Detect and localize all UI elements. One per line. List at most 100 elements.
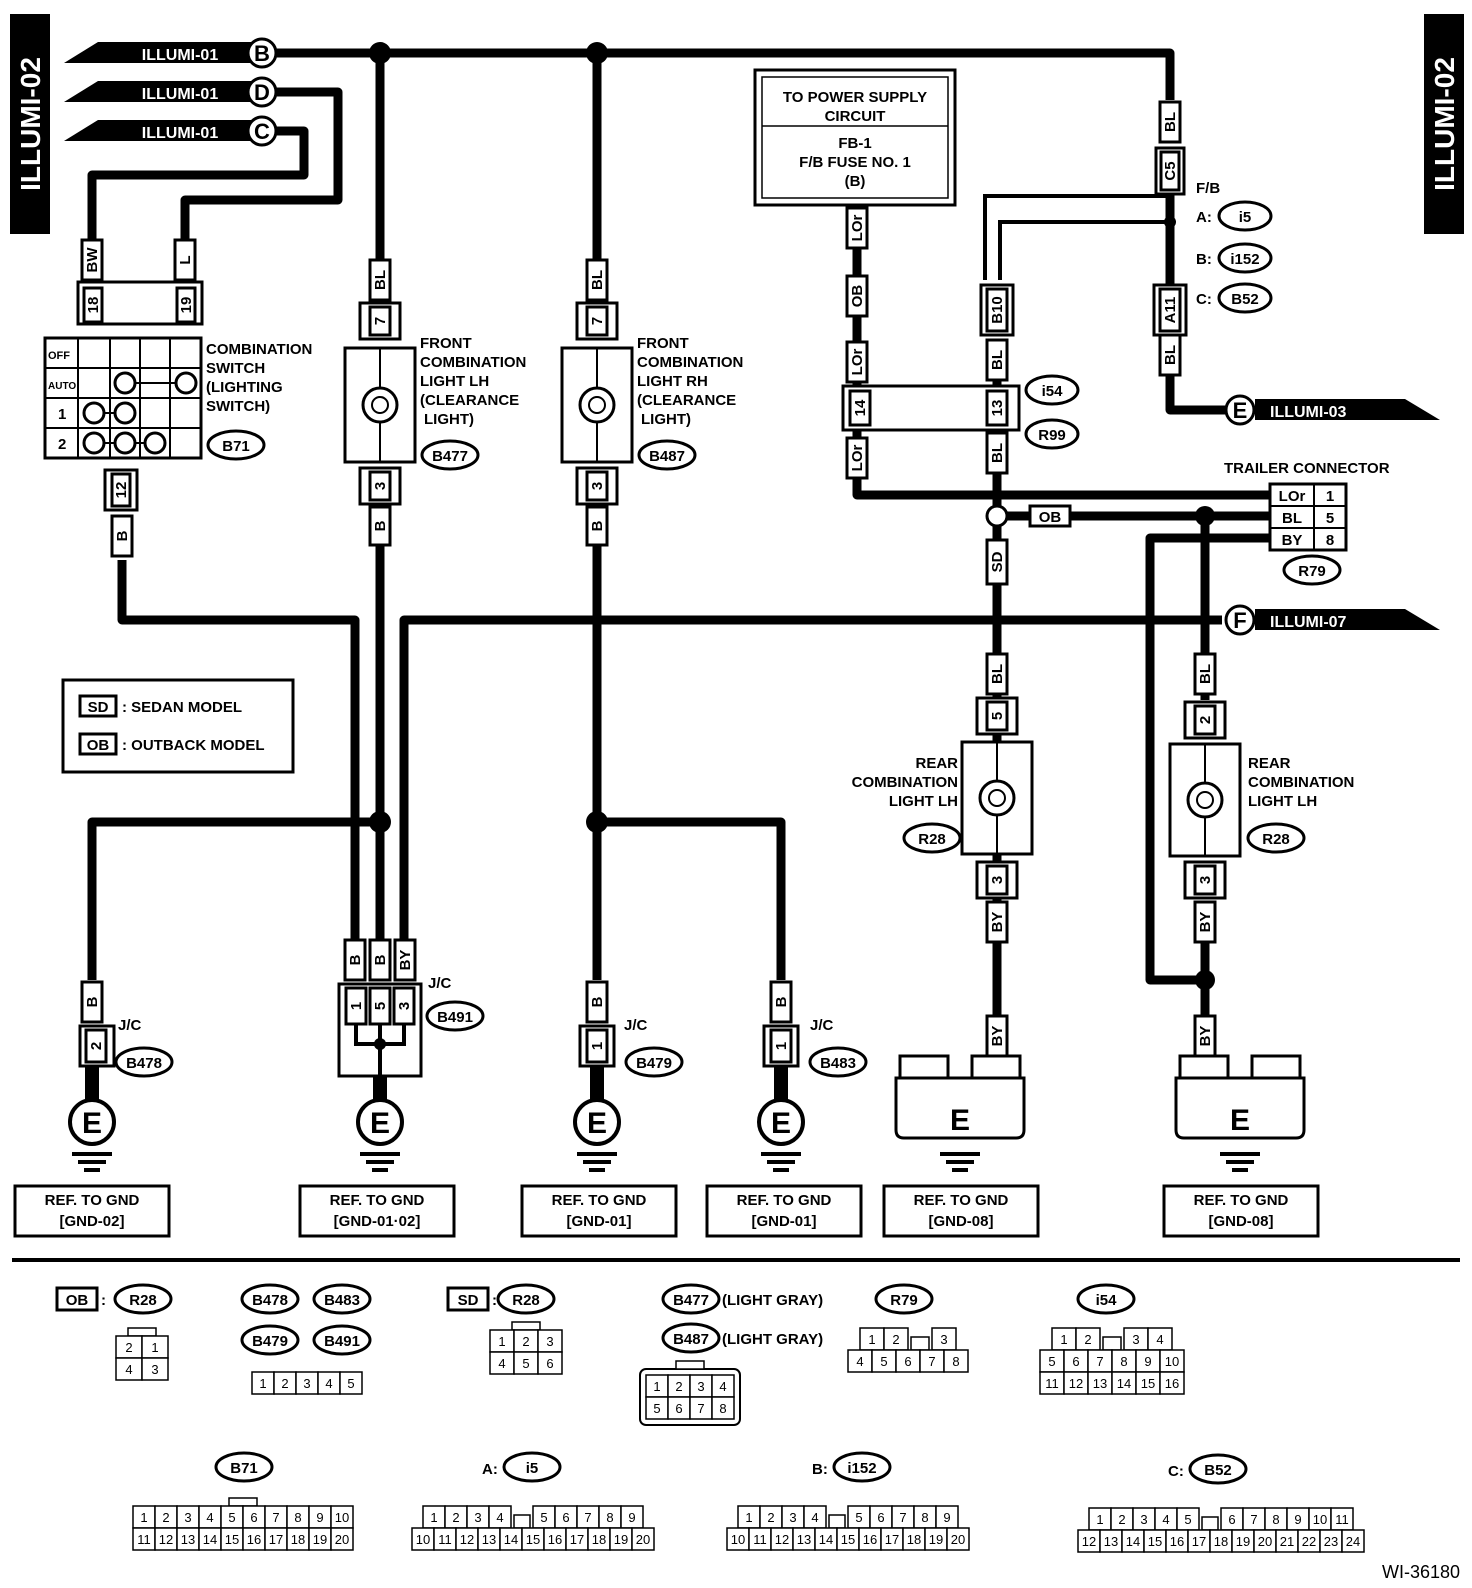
pin-number: 1 [1060,1332,1067,1347]
svg-text:B52: B52 [1204,1462,1232,1479]
svg-text:R28: R28 [512,1292,540,1309]
pin-gap [910,1336,930,1351]
svg-text:BL: BL [1162,112,1179,132]
svg-text:B71: B71 [230,1460,258,1477]
pin-number: 6 [877,1510,884,1525]
pin-number: 4 [811,1510,818,1525]
connector-notch [675,1360,705,1370]
svg-text:B478: B478 [126,1055,162,1072]
svg-text:LIGHT LH: LIGHT LH [420,373,489,390]
svg-text:SWITCH): SWITCH) [206,398,270,415]
pin-number: 5 [1184,1512,1191,1527]
svg-text:LOr: LOr [849,445,866,472]
svg-text:E: E [1233,398,1248,423]
pin-number: 2 [522,1334,529,1349]
ground-symbols: E E E E E E [68,1054,1306,1172]
svg-text:OB: OB [1039,509,1062,526]
pin-number: 17 [269,1532,283,1547]
pin-number: 11 [1335,1512,1349,1527]
svg-text:OB: OB [849,285,866,308]
svg-text:ILLUMI-02: ILLUMI-02 [1429,57,1460,191]
svg-text:CIRCUIT: CIRCUIT [825,108,886,125]
svg-text:BY: BY [1197,1026,1214,1047]
pin-number: 16 [1165,1376,1179,1391]
svg-text:B483: B483 [324,1292,360,1309]
svg-text:B:: B: [812,1461,828,1478]
svg-text:E: E [1230,1104,1250,1137]
pin-number: 6 [1228,1512,1235,1527]
svg-text:(B): (B) [845,173,866,190]
svg-text:19: 19 [178,297,195,314]
pin-number: 15 [841,1532,855,1547]
pin-number: 16 [548,1532,562,1547]
pin-number: 18 [291,1532,305,1547]
svg-text:BL: BL [989,350,1006,370]
svg-text:LOr: LOr [849,215,866,242]
arrow-illumi01-d: ILLUMI-01 D [64,76,278,108]
svg-text:E: E [82,1107,102,1140]
svg-text:ILLUMI-07: ILLUMI-07 [1270,614,1347,631]
pin-cell [943,1349,969,1373]
pin-number: 4 [498,1356,505,1371]
arrow-illumi01-b: ILLUMI-01 B [64,37,278,69]
pin-number: 3 [1132,1332,1139,1347]
side-label-left: ILLUMI-02 [10,14,50,234]
pin-number: 14 [819,1532,833,1547]
svg-text:B52: B52 [1231,291,1259,308]
pin-number: 2 [162,1510,169,1525]
svg-text:BL: BL [589,270,606,290]
svg-text:LIGHT RH: LIGHT RH [637,373,708,390]
pin-number: 2 [675,1379,682,1394]
pin-number: 4 [1156,1332,1163,1347]
svg-text:L: L [177,255,194,264]
pin-number: 8 [1120,1354,1127,1369]
svg-text:J/C: J/C [118,1017,142,1034]
pin-number: 2 [452,1510,459,1525]
svg-text:BY: BY [989,912,1006,933]
svg-text:E: E [950,1104,970,1137]
svg-text:BY: BY [1282,532,1303,549]
pin-number: 8 [952,1354,959,1369]
svg-text:B10: B10 [989,296,1006,324]
svg-text:LIGHT): LIGHT) [424,411,474,428]
svg-text:: OUTBACK MODEL: : OUTBACK MODEL [122,737,265,754]
svg-text:ILLUMI-01: ILLUMI-01 [142,125,219,142]
svg-text:LOr: LOr [1279,488,1306,505]
pin-number: 11 [137,1532,151,1547]
svg-text:2: 2 [88,1042,105,1050]
fb-labels: F/B A: i5 B: i152 C: B52 [1196,180,1273,314]
svg-text:1: 1 [589,1042,606,1050]
svg-text:i5: i5 [1239,209,1252,226]
pin-number: 12 [1069,1376,1083,1391]
ground-e-6: E [1174,1054,1306,1172]
svg-text:R79: R79 [890,1292,918,1309]
pin-number: 12 [1082,1534,1096,1549]
pin-number: 20 [636,1532,650,1547]
svg-text:F/B FUSE NO. 1: F/B FUSE NO. 1 [799,154,911,171]
svg-text:(CLEARANCE: (CLEARANCE [420,392,519,409]
pin-number: 21 [1280,1534,1294,1549]
pin-number: 13 [1093,1376,1107,1391]
svg-text:C:: C: [1168,1463,1184,1480]
pin-cell [141,1357,169,1381]
svg-text:ILLUMI-01: ILLUMI-01 [142,86,219,103]
svg-text:SD: SD [989,551,1006,572]
svg-text:REF. TO GND: REF. TO GND [1194,1192,1289,1209]
connector-notch [228,1497,258,1507]
svg-text:FB-1: FB-1 [838,135,871,152]
svg-text:5: 5 [372,1002,389,1010]
pin-number: 17 [885,1532,899,1547]
svg-text:2: 2 [58,436,66,453]
svg-text:1: 1 [773,1042,790,1050]
pin-number: 1 [1096,1512,1103,1527]
pin-cell [711,1396,735,1420]
pin-number: 14 [1126,1534,1140,1549]
svg-text:LIGHT LH: LIGHT LH [889,793,958,810]
svg-text:J/C: J/C [810,1017,834,1034]
wires-main [87,42,1270,1050]
pin-number: 10 [416,1532,430,1547]
svg-text:B: B [114,530,131,541]
pin-number: 3 [184,1510,191,1525]
pin-number: 3 [940,1332,947,1347]
